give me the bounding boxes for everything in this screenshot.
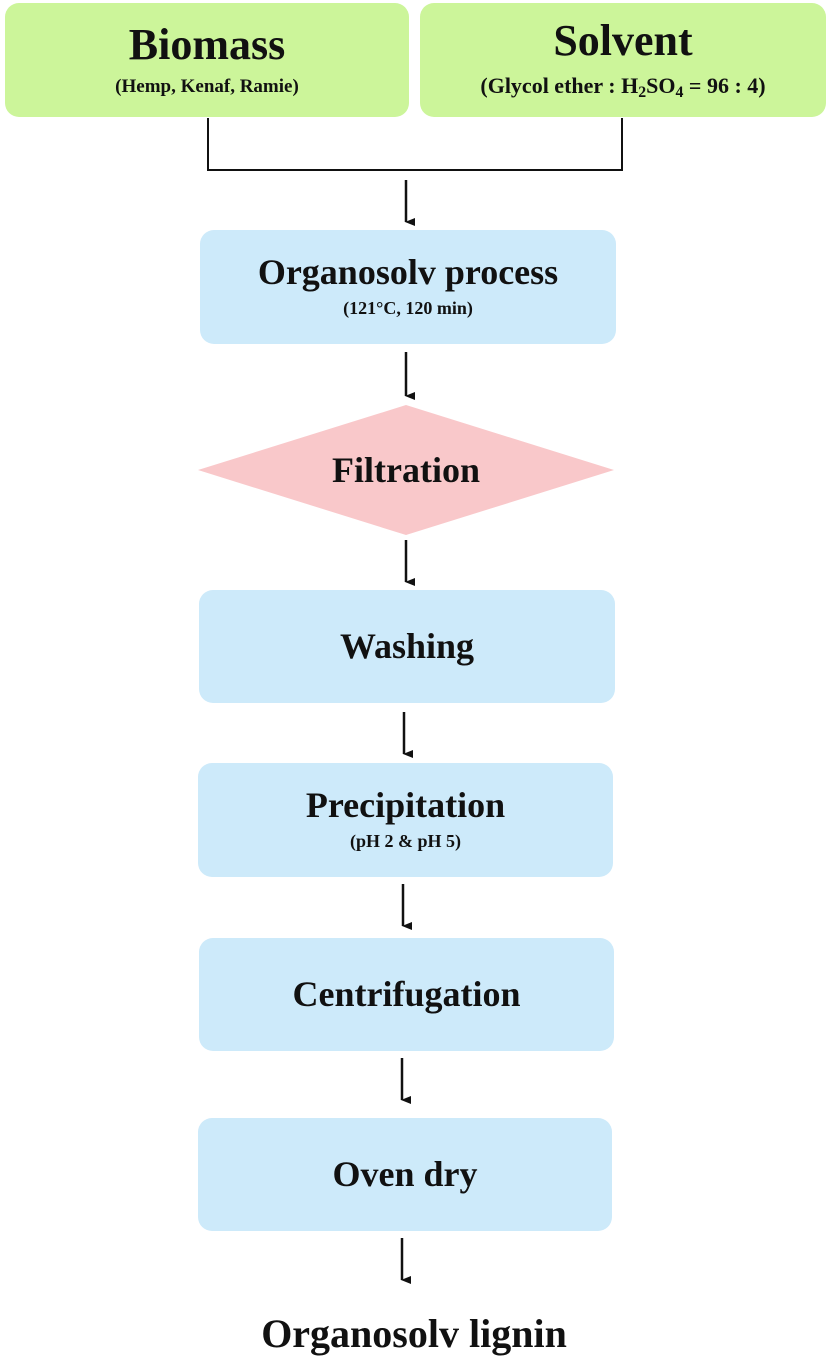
output-label: Organosolv lignin xyxy=(261,1311,567,1356)
organosolv-process-conditions: (121°C, 120 min) xyxy=(343,298,473,319)
centrifugation-title: Centrifugation xyxy=(292,973,521,1014)
filtration-label: Filtration xyxy=(332,450,480,490)
centrifugation-box: Centrifugation xyxy=(199,938,614,1051)
washing-box: Washing xyxy=(199,590,615,703)
filtration-diamond xyxy=(198,405,614,535)
organosolv-process-title: Organosolv process xyxy=(257,252,559,293)
solvent-box: Solvent (Glycol ether : H2SO4 = 96 : 4) xyxy=(420,3,826,117)
solvent-subtitle: (Glycol ether : H2SO4 = 96 : 4) xyxy=(480,72,766,101)
merge-connector xyxy=(207,118,623,171)
washing-title: Washing xyxy=(339,625,475,666)
solvent-title: Solvent xyxy=(553,16,693,66)
precipitation-title: Precipitation xyxy=(305,785,506,826)
precipitation-conditions: (pH 2 & pH 5) xyxy=(349,831,461,852)
biomass-title: Biomass xyxy=(128,19,286,69)
precipitation-box: Precipitation (pH 2 & pH 5) xyxy=(198,763,613,877)
organosolv-process-box: Organosolv process (121°C, 120 min) xyxy=(200,230,616,344)
oven-dry-box: Oven dry xyxy=(198,1118,612,1231)
biomass-box: Biomass (Hemp, Kenaf, Ramie) xyxy=(5,3,409,117)
biomass-subtitle: (Hemp, Kenaf, Ramie) xyxy=(115,75,299,97)
oven-dry-title: Oven dry xyxy=(332,1153,478,1194)
